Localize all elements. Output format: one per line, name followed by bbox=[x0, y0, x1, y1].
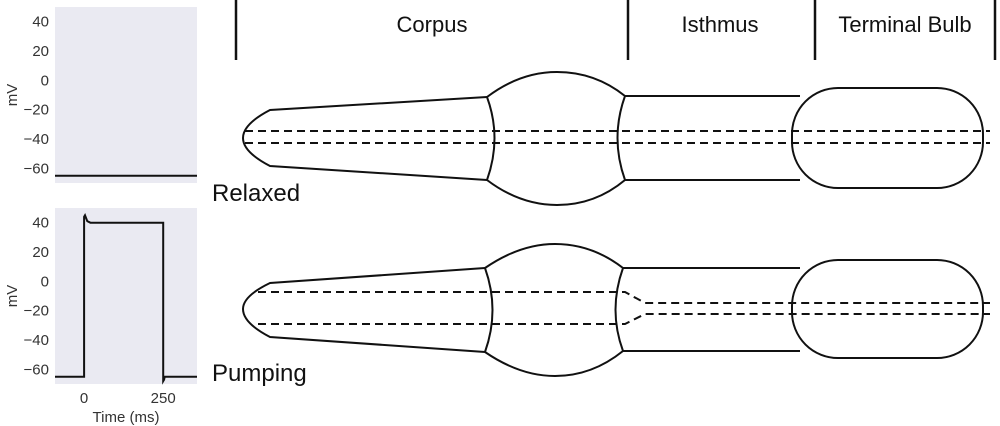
y-tick-label: −60 bbox=[24, 361, 49, 378]
isthmus-outline bbox=[625, 95, 800, 181]
x-tick-label: 250 bbox=[151, 390, 176, 407]
y-tick-label: −60 bbox=[24, 160, 49, 177]
pumping-voltage-plot: 40 20 0 −20 −40 −60 0 250 mV Time (ms) bbox=[4, 208, 197, 426]
plot-background bbox=[55, 7, 197, 183]
y-tick-label: 0 bbox=[41, 72, 49, 89]
lumen-lines bbox=[245, 130, 990, 144]
metacorpus-outline bbox=[485, 70, 627, 207]
y-tick-label: 20 bbox=[32, 244, 49, 261]
relaxed-voltage-plot: 40 20 0 −20 −40 −60 mV bbox=[4, 7, 197, 183]
lumen-lines bbox=[258, 291, 990, 325]
y-tick-label: 0 bbox=[41, 273, 49, 290]
y-tick-label: 40 bbox=[32, 14, 49, 31]
y-tick-label: −20 bbox=[24, 303, 49, 320]
x-tick-label: 0 bbox=[80, 390, 88, 407]
terminal-bulb-outline bbox=[791, 87, 984, 189]
y-tick-label: 20 bbox=[32, 43, 49, 60]
metacorpus-outline bbox=[483, 242, 625, 378]
label-isthmus: Isthmus bbox=[681, 12, 758, 37]
y-axis-label: mV bbox=[4, 84, 21, 107]
plot-background bbox=[55, 208, 197, 384]
corpus-outline bbox=[241, 96, 488, 181]
label-corpus: Corpus bbox=[397, 12, 468, 37]
isthmus-outline bbox=[623, 267, 800, 352]
voltage-trace bbox=[55, 213, 197, 385]
corpus-outline bbox=[241, 267, 486, 353]
y-tick-label: −20 bbox=[24, 102, 49, 119]
pumping-pharynx bbox=[241, 242, 990, 378]
label-terminal-bulb: Terminal Bulb bbox=[838, 12, 971, 37]
y-tick-label: −40 bbox=[24, 332, 49, 349]
y-axis-label: mV bbox=[4, 285, 21, 308]
terminal-bulb-outline bbox=[791, 259, 984, 359]
x-axis-label: Time (ms) bbox=[93, 409, 160, 426]
y-tick-label: −40 bbox=[24, 131, 49, 148]
label-pumping: Pumping bbox=[212, 360, 307, 387]
label-relaxed: Relaxed bbox=[212, 180, 300, 207]
y-tick-label: 40 bbox=[32, 215, 49, 232]
relaxed-pharynx bbox=[241, 70, 990, 207]
